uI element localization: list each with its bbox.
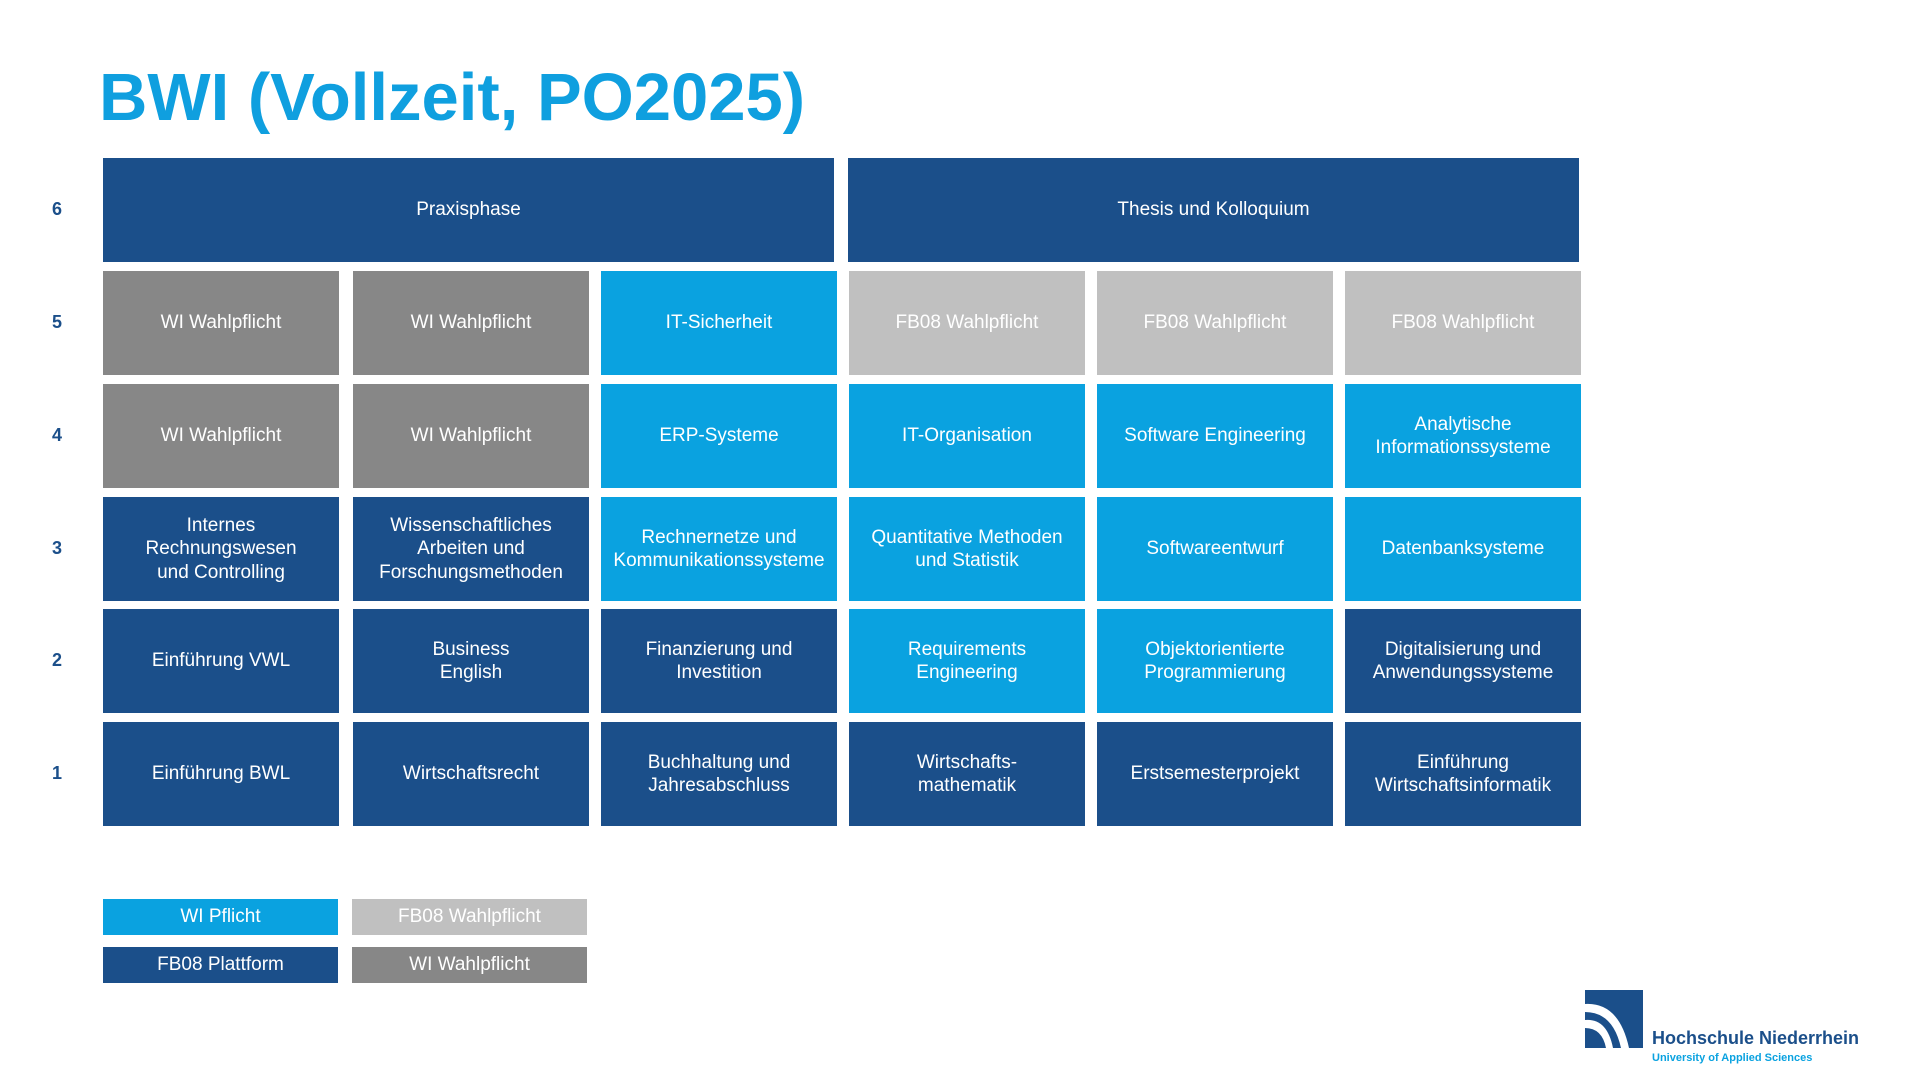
- module-cell: Wirtschafts- mathematik: [849, 722, 1085, 826]
- module-cell: Einführung BWL: [103, 722, 339, 826]
- module-cell: Wissenschaftliches Arbeiten und Forschun…: [353, 497, 589, 601]
- module-cell: Thesis und Kolloquium: [848, 158, 1579, 262]
- module-cell: Einführung Wirtschaftsinformatik: [1345, 722, 1581, 826]
- legend-item: WI Wahlpflicht: [352, 947, 587, 983]
- semester-number: 1: [51, 763, 62, 783]
- module-cell: Einführung VWL: [103, 609, 339, 713]
- module-cell: IT-Sicherheit: [601, 271, 837, 375]
- module-cell: Rechnernetze und Kommunikationssysteme: [601, 497, 837, 601]
- module-cell: Quantitative Methoden und Statistik: [849, 497, 1085, 601]
- module-cell: Business English: [353, 609, 589, 713]
- semester-number: 4: [51, 425, 62, 445]
- page-title: BWI (Vollzeit, PO2025): [99, 60, 806, 135]
- module-cell: Buchhaltung und Jahresabschluss: [601, 722, 837, 826]
- module-cell: WI Wahlpflicht: [103, 384, 339, 488]
- module-cell: Softwareentwurf: [1097, 497, 1333, 601]
- module-cell: WI Wahlpflicht: [353, 384, 589, 488]
- module-cell: Wirtschaftsrecht: [353, 722, 589, 826]
- module-cell: WI Wahlpflicht: [103, 271, 339, 375]
- semester-number: 6: [51, 199, 62, 219]
- semester-number: 3: [51, 538, 62, 558]
- module-cell: Erstsemesterprojekt: [1097, 722, 1333, 826]
- module-cell: Objektorientierte Programmierung: [1097, 609, 1333, 713]
- logo-name: Hochschule Niederrhein: [1652, 1028, 1860, 1048]
- hochschule-logo-icon: [1585, 990, 1643, 1048]
- legend-item: FB08 Plattform: [103, 947, 338, 983]
- module-cell: ERP-Systeme: [601, 384, 837, 488]
- logo-subtitle: University of Applied Sciences: [1652, 1052, 1813, 1064]
- module-cell: Internes Rechnungswesen und Controlling: [103, 497, 339, 601]
- module-cell: FB08 Wahlpflicht: [1345, 271, 1581, 375]
- module-cell: FB08 Wahlpflicht: [849, 271, 1085, 375]
- module-cell: IT-Organisation: [849, 384, 1085, 488]
- module-cell: Analytische Informationssysteme: [1345, 384, 1581, 488]
- module-cell: Requirements Engineering: [849, 609, 1085, 713]
- legend-item: WI Pflicht: [103, 899, 338, 935]
- module-cell: Finanzierung und Investition: [601, 609, 837, 713]
- module-cell: FB08 Wahlpflicht: [1097, 271, 1333, 375]
- module-cell: WI Wahlpflicht: [353, 271, 589, 375]
- semester-number: 5: [51, 312, 62, 332]
- module-cell: Digitalisierung und Anwendungssysteme: [1345, 609, 1581, 713]
- module-cell: Praxisphase: [103, 158, 834, 262]
- module-cell: Datenbanksysteme: [1345, 497, 1581, 601]
- legend-item: FB08 Wahlpflicht: [352, 899, 587, 935]
- module-cell: Software Engineering: [1097, 384, 1333, 488]
- semester-number: 2: [51, 650, 62, 670]
